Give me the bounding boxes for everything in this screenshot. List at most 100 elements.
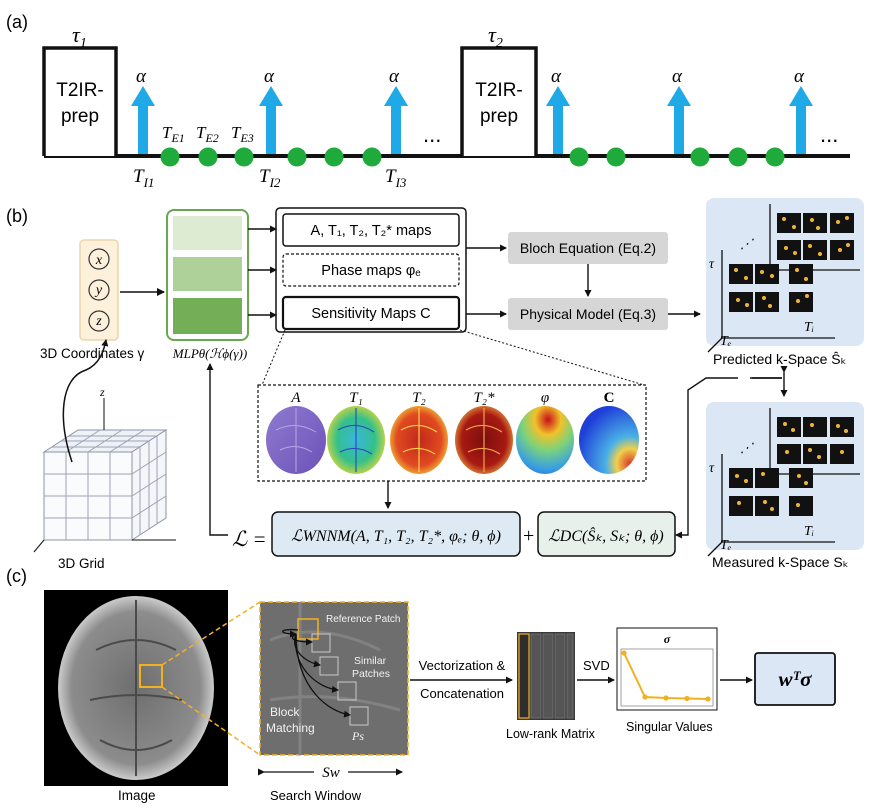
mlp-layer xyxy=(173,257,242,291)
rf-pulse-arrow: α xyxy=(546,66,570,154)
result-box xyxy=(754,652,836,706)
echo-dot xyxy=(569,147,589,167)
singular-value-point xyxy=(621,650,627,656)
mlp-caption: MLPθ(ℋϕ(γ)) xyxy=(172,346,247,361)
rf-pulse-arrow: α xyxy=(131,66,155,154)
grid-axis-x xyxy=(33,539,45,553)
mlp-layer xyxy=(173,298,242,334)
pred-axis-ti: Tᵢ xyxy=(804,320,814,335)
prep1-line1: T2IR- xyxy=(56,80,104,101)
loss-plus: + xyxy=(523,525,534,547)
t2ir-prep-block-2: T2IR- prep τ2 xyxy=(460,22,538,156)
dc-loss-box xyxy=(537,511,676,557)
singular-value-point xyxy=(684,695,690,702)
panel-a-label: (a) xyxy=(6,12,28,32)
rf-pulse-arrow: α xyxy=(259,66,283,154)
map-label-t2star: T₂* xyxy=(473,390,495,406)
bloch-box xyxy=(508,232,668,264)
sigma-label: σ xyxy=(664,632,671,646)
sens-box-label: Sensitivity Maps C xyxy=(311,306,430,322)
echo-dot xyxy=(234,147,254,167)
rf-pulse-arrow: α xyxy=(789,66,813,154)
coord-z: z xyxy=(95,314,102,329)
sens-box xyxy=(281,295,461,331)
arrow-kspace-to-dc-loss xyxy=(675,377,738,539)
measured-kspace-panel: ⋰ τ Tₑ Tᵢ xyxy=(706,402,864,557)
coord-x: x xyxy=(95,253,103,268)
rf-pulse-arrow: α xyxy=(384,66,408,154)
echo-dot xyxy=(690,147,710,167)
map-label-phi: φ xyxy=(541,390,549,406)
prep2-line1: T2IR- xyxy=(475,80,523,101)
maps-box xyxy=(282,213,460,247)
vectorization-label-1: Vectorization & xyxy=(419,658,506,673)
te2-label: TE2 xyxy=(196,123,219,145)
similar-patches-label-2: Patches xyxy=(352,668,390,680)
echo-dot xyxy=(765,147,785,167)
lowrank-caption: Low-rank Matrix xyxy=(506,727,596,741)
alpha-label: α xyxy=(389,66,400,87)
mri-highlight-patch xyxy=(139,664,163,688)
svg-text:⋰: ⋰ xyxy=(740,440,754,455)
maps-box-label: A, T₁, T₂, T₂* maps xyxy=(311,223,432,239)
dc-loss-label: ℒDC(Ŝₖ, Sₖ; θ, ϕ) xyxy=(548,526,664,545)
grid-caption: 3D Grid xyxy=(58,556,105,571)
measured-caption: Measured k-Space Sₖ xyxy=(712,554,849,570)
meas-axis-tau: τ xyxy=(709,461,715,476)
echo-dot xyxy=(324,147,344,167)
map-image-phi xyxy=(516,406,574,474)
ti3-label: TI3 xyxy=(385,166,407,190)
zoom-line-top xyxy=(161,601,261,666)
search-window xyxy=(259,601,409,756)
loss-lhs: ℒ = xyxy=(232,527,267,551)
block-matching-label-1: Block xyxy=(270,705,300,719)
sequence-ellipsis-1: ... xyxy=(423,122,441,147)
low-rank-matrix xyxy=(517,632,575,720)
meas-axis-ti: Tᵢ xyxy=(804,524,814,539)
svg-text:⋰: ⋰ xyxy=(740,236,754,251)
arrow-grid-to-coords xyxy=(62,339,109,463)
tau2-label: τ2 xyxy=(488,22,503,51)
pred-axis-te: Tₑ xyxy=(720,334,732,349)
physical-label: Physical Model (Eq.3) xyxy=(520,306,656,322)
singular-caption: Singular Values xyxy=(626,720,713,734)
predicted-caption: Predicted k-Space Ŝₖ xyxy=(713,351,847,367)
echo-dot xyxy=(728,147,748,167)
echo-dot xyxy=(362,147,382,167)
coords-box: x y z xyxy=(79,239,119,341)
zoom-line-right xyxy=(459,329,645,386)
grid-axis-z-label: z xyxy=(99,385,105,399)
singular-value-point xyxy=(705,696,711,702)
svd-label: SVD xyxy=(583,658,610,673)
t2ir-prep-block-1: T2IR- prep τ1 xyxy=(42,22,118,156)
sequence-ellipsis-2: ... xyxy=(820,122,838,147)
reference-patch-label: Reference Patch xyxy=(326,614,401,625)
te3-label: TE3 xyxy=(231,123,254,145)
echo-dot xyxy=(198,147,218,167)
alpha-label: α xyxy=(551,66,562,87)
phase-box-label: Phase maps φₑ xyxy=(321,263,421,279)
ps-label: Ps xyxy=(351,729,364,743)
ti1-label: TI1 xyxy=(133,166,154,190)
wnnm-loss-label: ℒWNNM(A, T₁, T₂, T₂*, φₑ; θ, ϕ) xyxy=(291,528,501,545)
arrow-loss-to-mlp xyxy=(206,363,228,536)
prep2-line2: prep xyxy=(480,106,518,127)
singular-value-point xyxy=(642,694,648,700)
singular-values-plot xyxy=(621,650,711,702)
rf-pulse-arrow: α xyxy=(667,66,691,154)
vectorization-label-2: Concatenation xyxy=(420,686,504,701)
zoom-line-left xyxy=(261,329,286,386)
map-image-c xyxy=(579,406,639,474)
echo-dot xyxy=(160,147,180,167)
tau1-label: τ1 xyxy=(72,22,87,51)
sw-label: Sw xyxy=(322,765,340,781)
result-label: wᵀσ xyxy=(779,667,813,691)
echo-dots xyxy=(160,147,785,167)
coords-caption: 3D Coordinates γ xyxy=(40,346,145,361)
phase-box xyxy=(282,253,460,287)
echo-dot xyxy=(287,147,307,167)
meas-axis-te: Tₑ xyxy=(720,538,732,553)
te1-label: TE1 xyxy=(162,123,185,145)
map-label-t2: T₂ xyxy=(412,390,426,406)
rf-pulses: α α α α α α xyxy=(131,66,813,154)
